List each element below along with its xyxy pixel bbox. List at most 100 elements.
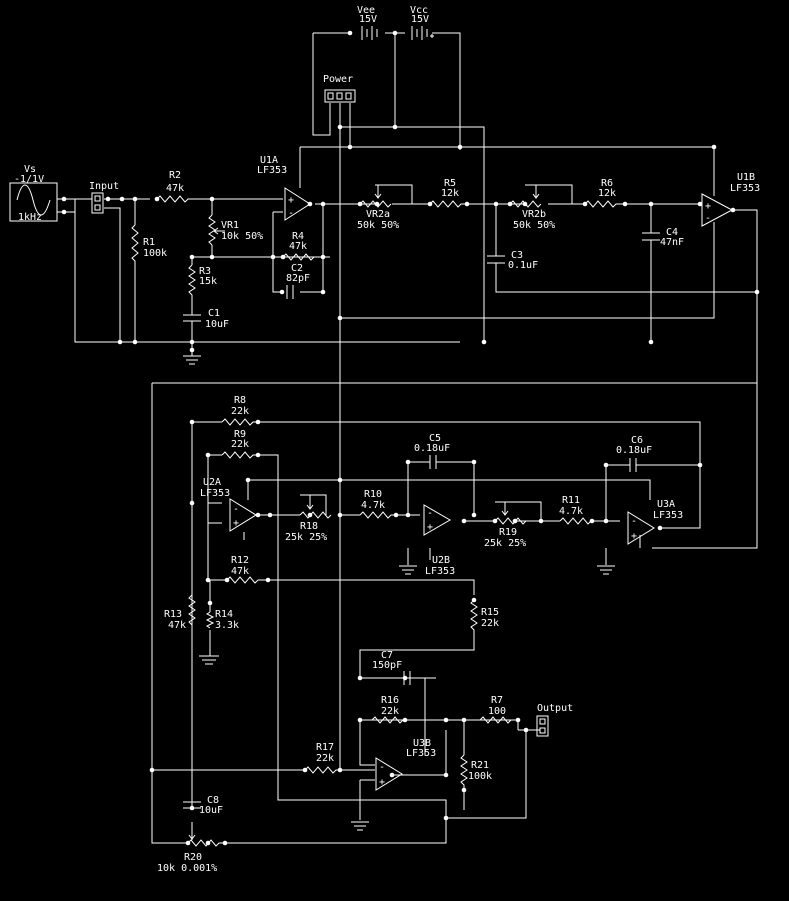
u2b-part: LF353 (425, 566, 455, 577)
r1-ref: R1 (143, 237, 155, 248)
resistor-bodies (131, 195, 625, 790)
c1-body (183, 300, 201, 330)
c4-value: 47nF (660, 237, 684, 248)
r19-wiper (501, 502, 509, 516)
r5-value: 12k (441, 188, 459, 199)
ground-u3b (351, 821, 369, 831)
c6-value: 0.18uF (616, 445, 652, 456)
r16-body (371, 716, 410, 724)
r4-ref: R4 (292, 231, 304, 242)
vr1-value: 10k 50% (221, 231, 263, 242)
r18-value: 25k 25% (285, 532, 327, 543)
r6-ref: R6 (601, 178, 613, 189)
r8-value: 22k (231, 406, 249, 417)
r13-body (188, 594, 196, 630)
r12-value: 47k (231, 566, 249, 577)
r17-ref: R17 (316, 742, 334, 753)
u2b-plus: + (427, 522, 433, 533)
u3b-part: LF353 (406, 748, 436, 759)
r10-body (359, 511, 396, 519)
c8-value: 10uF (199, 805, 223, 816)
u2b-ref: U2B (432, 555, 450, 566)
r14-body (205, 611, 215, 629)
vr1-ref: VR1 (221, 220, 239, 231)
u1b-plus: + (705, 201, 711, 212)
r20-body (187, 839, 225, 847)
power-header-label: Power (323, 74, 353, 85)
opamp-u2a: - + U2A LF353 (200, 477, 257, 532)
r3-body (188, 264, 196, 300)
u3a-part: LF353 (653, 510, 683, 521)
r2-ref: R2 (169, 170, 181, 181)
r17-body (304, 766, 340, 774)
r9-body (221, 451, 258, 459)
u1b-ref: U1B (737, 172, 755, 183)
r2-body (156, 195, 196, 203)
c1-value: 10uF (205, 319, 229, 330)
r14-value: 3.3k (215, 620, 239, 631)
r3-value: 15k (199, 276, 217, 287)
r15-ref: R15 (481, 607, 499, 618)
wires (57, 32, 758, 844)
vr2a-body (359, 200, 392, 208)
u1a-ref: U1A (260, 155, 278, 166)
r3-ref: R3 (199, 266, 211, 277)
r9-value: 22k (231, 439, 249, 450)
c3-value: 0.1uF (508, 260, 538, 271)
vr2a-wiper (374, 185, 382, 199)
opamp-u1a: + - U1A LF353 (257, 155, 311, 221)
r10-value: 4.7k (361, 500, 385, 511)
vr2b-wiper (532, 185, 540, 199)
r11-value: 4.7k (559, 506, 583, 517)
u1b-minus: - (705, 213, 711, 224)
opamp-u1b: + - U1B LF353 (701, 172, 760, 227)
vr2a-value: 50k 50% (357, 220, 399, 231)
u2b-minus: - (427, 508, 433, 519)
r8-body (221, 418, 258, 426)
r10-ref: R10 (364, 489, 382, 500)
r20-wiper (188, 834, 196, 840)
r14-ref: R14 (215, 609, 233, 620)
u3a-plus: + (631, 531, 637, 542)
pot-bodies (187, 185, 542, 847)
c2-body (286, 285, 294, 299)
input-connector: Input (89, 181, 119, 214)
c7-ref: C7 (381, 650, 393, 661)
c3-body (487, 250, 505, 270)
source-amplitude: -1/1V (14, 174, 44, 185)
r7-ref: R7 (491, 695, 503, 706)
c2-ref: C2 (291, 263, 303, 274)
r15-body (470, 599, 478, 635)
r20-value: 10k 0.001% (157, 863, 217, 874)
c6-body (620, 458, 646, 472)
u3b-plus: + (379, 777, 385, 788)
r21-value: 100k (468, 771, 492, 782)
input-connector-label: Input (89, 181, 119, 192)
u2a-plus: + (233, 518, 239, 529)
junctions (61, 30, 760, 846)
r1-value: 100k (143, 248, 167, 259)
r17-value: 22k (316, 753, 334, 764)
vr2b-ref: VR2b (522, 209, 546, 220)
vcc-label: Vcc (410, 5, 428, 16)
r18-ref: R18 (300, 521, 318, 532)
capacitor-bodies (183, 227, 660, 809)
vr2b-body (509, 200, 542, 208)
u3a-ref: U3A (657, 499, 675, 510)
r19-value: 25k 25% (484, 538, 526, 549)
ground-u2a (199, 650, 219, 665)
output-connector-label: Output (537, 703, 573, 714)
r19-body (494, 517, 527, 525)
ground-u3a (597, 565, 615, 575)
r9-ref: R9 (234, 429, 246, 440)
r11-ref: R11 (562, 495, 580, 506)
vr1-body (208, 214, 216, 246)
u2a-part: LF353 (200, 488, 230, 499)
r6-body (584, 200, 625, 208)
ground-u2b (399, 565, 417, 575)
c2-value: 82pF (286, 273, 310, 284)
r11-body (559, 517, 592, 525)
r21-ref: R21 (471, 760, 489, 771)
r2-value: 47k (166, 183, 184, 194)
